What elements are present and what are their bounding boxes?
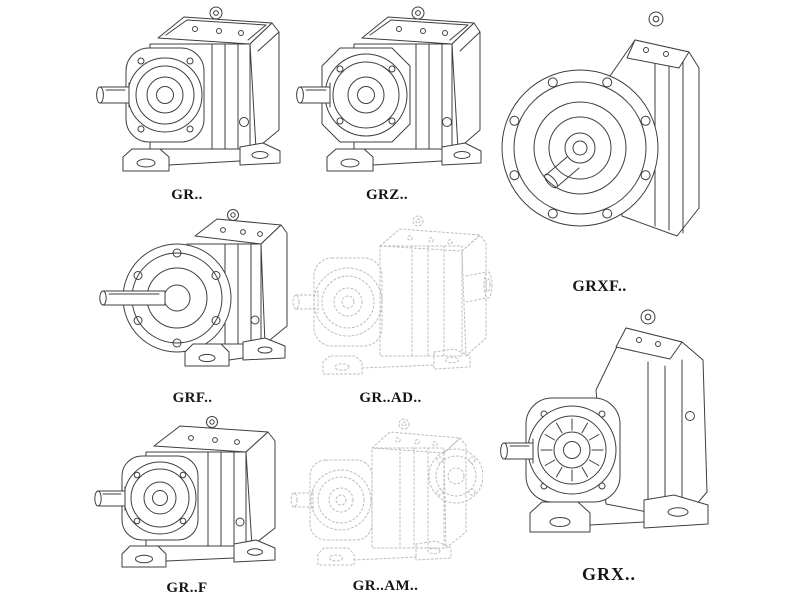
gearbox-drawing-gr-ad: [292, 215, 493, 375]
figure-label-grz: GRZ..: [365, 187, 408, 203]
figure-gr-ad: GR..AD..: [288, 210, 493, 407]
gearbox-drawing-grz: [296, 6, 482, 172]
figure-gr-am: GR..AM..: [288, 414, 483, 595]
figure-label-grf: GRF..: [172, 390, 213, 406]
gearbox-drawing-gr-am: [290, 418, 483, 566]
figure-gr-f: GR..F: [92, 412, 282, 597]
figure-label-grx: GRX..: [582, 564, 636, 584]
gearbox-drawing-grxf: [501, 11, 700, 237]
figure-grxf: GRXF..: [492, 4, 707, 296]
gearbox-drawing-grx: [500, 309, 709, 533]
figure-gr: GR..: [92, 2, 282, 204]
gearbox-drawing-gr-f: [94, 416, 276, 568]
figure-grz: GRZ..: [292, 2, 482, 204]
figure-label-gr-f: GR..F: [166, 580, 208, 596]
figure-label-gr: GR..: [171, 187, 203, 203]
gearbox-drawing-gr: [96, 6, 281, 172]
figure-label-gr-am: GR..AM..: [352, 578, 419, 594]
figure-grf: GRF..: [95, 206, 290, 407]
figure-grx: GRX..: [498, 296, 720, 585]
figure-label-gr-ad: GR..AD..: [359, 390, 422, 406]
figure-label-grxf: GRXF..: [572, 278, 627, 295]
gearbox-drawing-grf: [99, 209, 288, 367]
